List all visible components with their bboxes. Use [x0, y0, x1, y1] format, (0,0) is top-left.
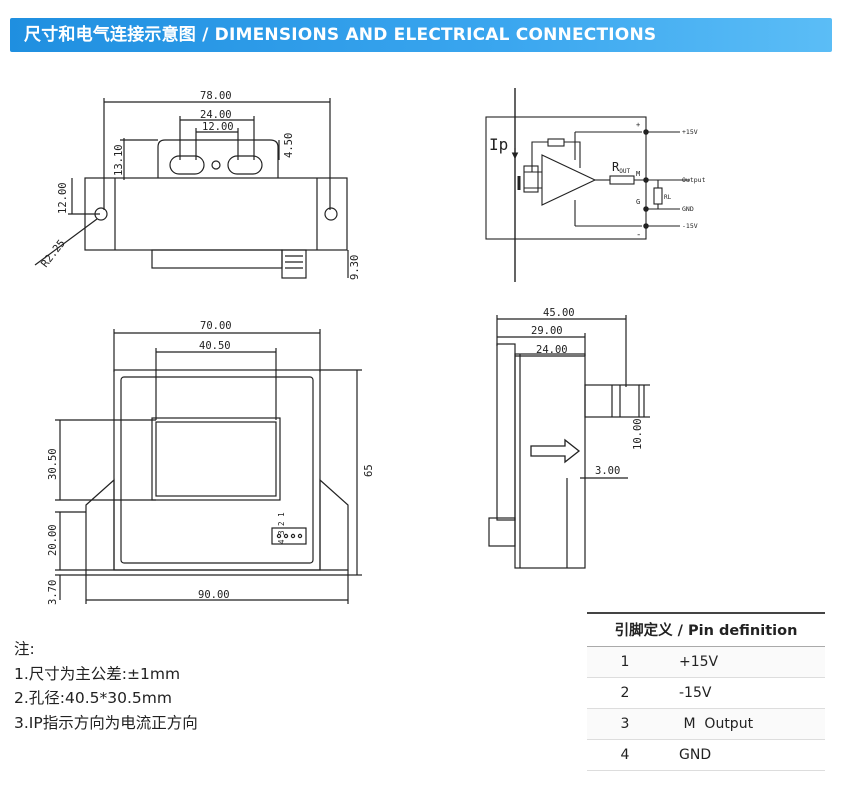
m-label: M [636, 170, 640, 178]
front-base [85, 478, 349, 571]
dim-20: 20.00 [47, 524, 59, 556]
side-body [514, 353, 586, 569]
table-row: 2 -15V [587, 678, 825, 709]
front-view [55, 329, 362, 604]
minus-label: - [636, 230, 641, 240]
schematic [485, 88, 690, 282]
dim-13-10: 13.10 [113, 144, 125, 176]
pin-function: +15V [679, 654, 719, 670]
dim-45: 45.00 [543, 307, 575, 319]
top-view-labels: 78.00 24.00 12.00 4.50 13.10 12.00 R2.25… [39, 90, 361, 280]
dim-9-30: 9.30 [349, 255, 361, 280]
terminal-plus15: +15V [682, 128, 698, 136]
notes-heading: 注: [14, 640, 35, 658]
side-view-labels: 45.00 29.00 24.00 10.00 3.00 [531, 307, 644, 477]
pin-number: 1 [620, 654, 630, 670]
dim-24: 24.00 [200, 109, 232, 121]
dim-78: 78.00 [200, 90, 232, 102]
note-item: 3.IP指示方向为电流正方向 [14, 713, 198, 732]
notes: 注: 1.尺寸为主公差:±1mm 2.孔径:40.5*30.5mm 3.IP指示… [14, 637, 198, 735]
pin-table-title: 引脚定义 / Pin definition [587, 612, 825, 647]
note-item: 2.孔径:40.5*30.5mm [14, 689, 172, 707]
dim-65: 65 [363, 464, 375, 477]
dim-40-50: 40.50 [199, 340, 231, 352]
terminal-gnd: GND [682, 205, 694, 213]
top-view [34, 98, 349, 279]
table-row: 3 M Output [587, 709, 825, 740]
rl-label: RL [664, 194, 672, 201]
plus-label: + [636, 121, 640, 129]
front-view-labels: 70.00 40.50 30.50 65 20.00 3.70 90.00 4 … [47, 320, 375, 605]
terminal-minus15: -15V [682, 222, 698, 230]
table-row: 1 +15V [587, 647, 825, 678]
dim-24-side: 24.00 [536, 344, 568, 356]
dim-3: 3.00 [595, 465, 620, 477]
table-row: 4 GND [587, 740, 825, 771]
opamp-symbol [541, 154, 597, 206]
front-aperture [151, 417, 281, 501]
rout-label: ROUT [612, 160, 630, 175]
rl-resistor [653, 187, 663, 205]
schematic-labels: Ip ROUT M G RL + - +15V Output GND -15V [489, 121, 706, 240]
pin-function: -15V [679, 685, 712, 701]
top-body [84, 177, 348, 251]
pin-definition-table: 引脚定义 / Pin definition 1 +15V 2 -15V 3 M … [587, 612, 825, 771]
pin-function: M Output [679, 716, 754, 732]
ip-label: Ip [489, 135, 508, 154]
pin-function: GND [679, 747, 712, 763]
side-view [488, 315, 650, 569]
pin-number: 3 [620, 716, 630, 732]
header-banner: 尺寸和电气连接示意图 / DIMENSIONS AND ELECTRICAL C… [10, 18, 832, 52]
dim-70: 70.00 [200, 320, 232, 332]
page-title: 尺寸和电气连接示意图 / DIMENSIONS AND ELECTRICAL C… [24, 25, 657, 45]
pin-number: 4 [620, 747, 630, 763]
top-flange [157, 139, 279, 178]
dim-12: 12.00 [202, 121, 234, 133]
g-label: G [636, 198, 640, 206]
dim-29: 29.00 [531, 325, 563, 337]
dim-r225: R2.25 [39, 238, 68, 270]
dim-3-70: 3.70 [47, 580, 59, 605]
pin-number: 2 [620, 685, 630, 701]
connector-pin-numbers: 4 3 2 1 [277, 512, 286, 544]
dim-12-00: 12.00 [57, 182, 69, 214]
dim-90: 90.00 [198, 589, 230, 601]
note-item: 1.尺寸为主公差:±1mm [14, 664, 181, 683]
front-connector [271, 527, 307, 545]
terminal-output: Output [682, 176, 706, 184]
dim-30-50: 30.50 [47, 448, 59, 480]
current-direction-arrow [530, 438, 581, 464]
front-frame-outer [113, 369, 321, 571]
dim-4-50: 4.50 [283, 133, 295, 158]
dim-10: 10.00 [632, 418, 644, 450]
